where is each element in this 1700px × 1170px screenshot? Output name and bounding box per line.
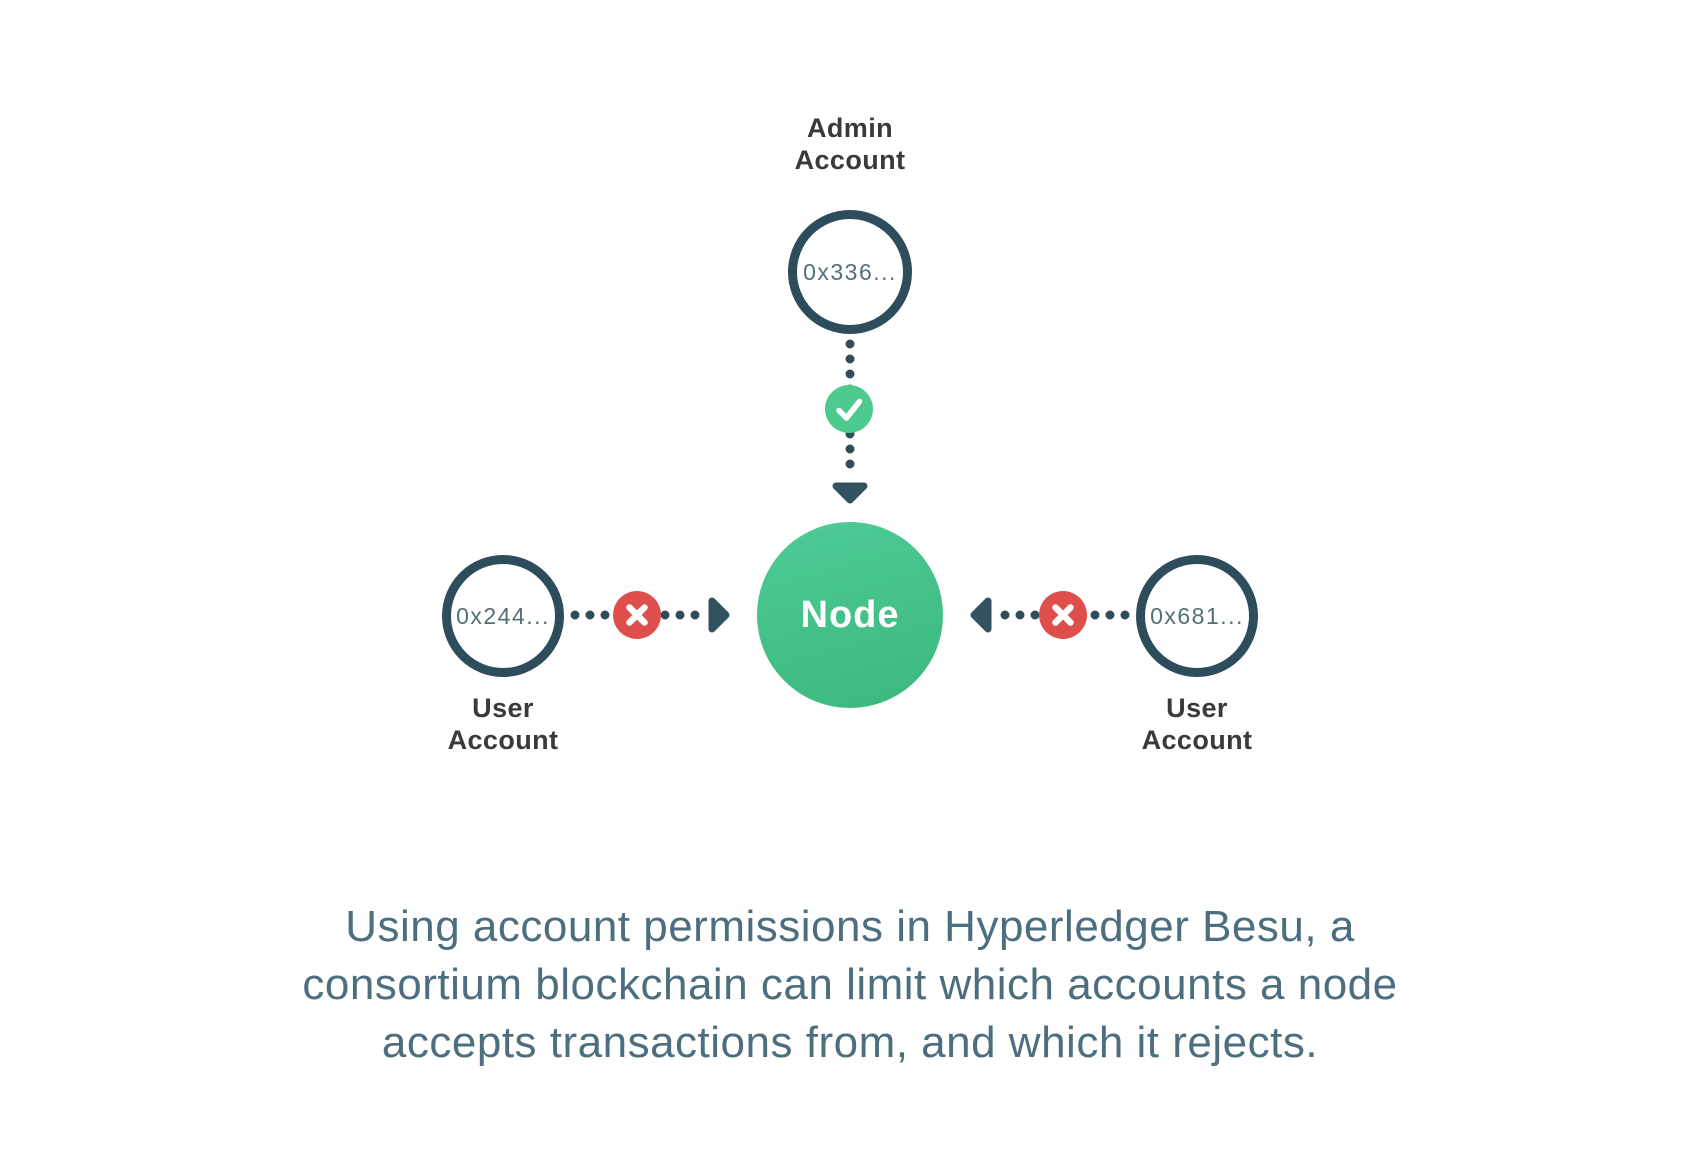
check-icon [836,398,863,421]
caption-text: Using account permissions in Hyperledger… [150,898,1550,1072]
node-label: Node [800,593,900,636]
user-right-label-line2: Account [1141,725,1253,755]
user-account-left-circle: 0x244... [442,555,564,677]
allow-badge [825,385,873,433]
left-arrow-icon [970,597,992,633]
x-icon-right [1052,604,1074,626]
down-arrow-icon [832,482,868,504]
admin-label-line1: Admin [807,113,893,143]
x-icon-left [626,604,648,626]
caption-line-1: Using account permissions in Hyperledger… [345,902,1355,951]
admin-account-circle: 0x336... [788,210,912,334]
caption-line-3: accepts transactions from, and which it … [381,1018,1319,1067]
user-account-left-label: User Account [353,692,653,756]
admin-account-label: Admin Account [700,112,1000,176]
deny-badge-left [613,591,661,639]
admin-label-line2: Account [794,145,906,175]
user-account-right-circle: 0x681... [1136,555,1258,677]
right-arrow-icon [708,597,730,633]
user-left-address: 0x244... [456,602,550,629]
admin-address: 0x336... [803,258,897,285]
user-account-right-label: User Account [1047,692,1347,756]
node-circle: Node [757,522,943,708]
user-left-label-line1: User [472,693,534,723]
user-right-label-line1: User [1166,693,1228,723]
user-left-label-line2: Account [447,725,559,755]
deny-badge-right [1039,591,1087,639]
user-right-address: 0x681... [1150,602,1244,629]
caption-line-2: consortium blockchain can limit which ac… [302,960,1398,1009]
